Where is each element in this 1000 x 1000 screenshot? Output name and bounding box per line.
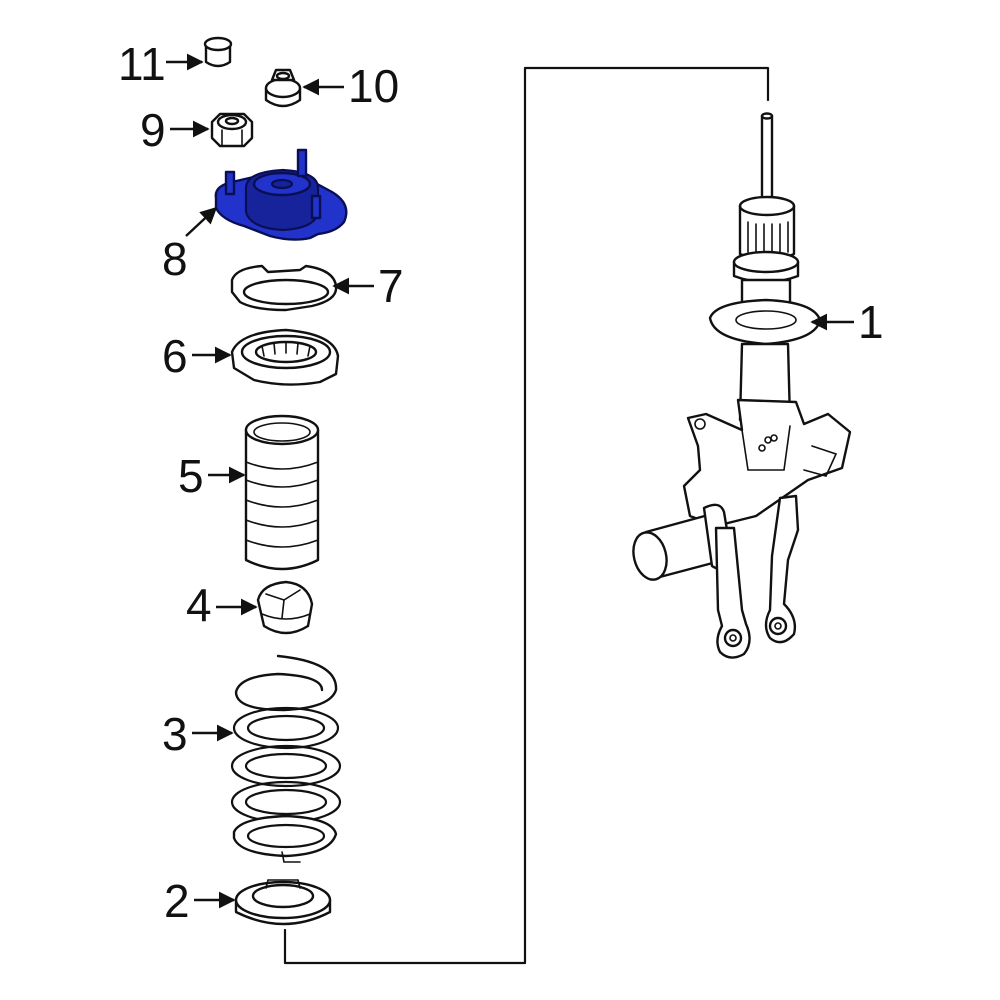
callout-6: 6 [162,330,232,382]
part-4-bump-stop [256,580,314,635]
callout-3-label: 3 [162,708,188,760]
part-11-cap [203,36,233,68]
part-7-insulator [230,264,338,312]
part-5-dust-boot [244,414,320,571]
callout-5: 5 [178,450,246,502]
callout-7: 7 [332,260,404,312]
callout-2: 2 [164,875,236,927]
callout-11-label: 11 [118,38,166,90]
callout-2-label: 2 [164,875,190,927]
callout-9-label: 9 [140,104,166,156]
part-8-strut-mount [214,148,348,241]
callout-8-label: 8 [162,233,188,285]
callout-11: 11 [118,38,204,90]
callout-1: 1 [810,296,884,348]
assembly-bracket-line [283,66,770,965]
part-2-lower-seat [234,879,332,926]
part-9-hex-nut [210,112,254,148]
callout-7-label: 7 [378,260,404,312]
callout-8-arrow [185,206,218,237]
callout-9: 9 [140,104,210,156]
callout-1-label: 1 [858,296,884,348]
callout-10: 10 [302,60,399,112]
part-3-coil-spring [230,654,342,863]
part-6-spring-seat [230,328,340,386]
callout-10-label: 10 [348,60,399,112]
part-1-strut [632,112,852,659]
callout-4: 4 [186,579,258,631]
part-10-nut [264,68,302,108]
callout-5-label: 5 [178,450,204,502]
callout-8: 8 [162,206,218,285]
callout-6-label: 6 [162,330,188,382]
callout-4-label: 4 [186,579,212,631]
callout-3: 3 [162,708,234,760]
